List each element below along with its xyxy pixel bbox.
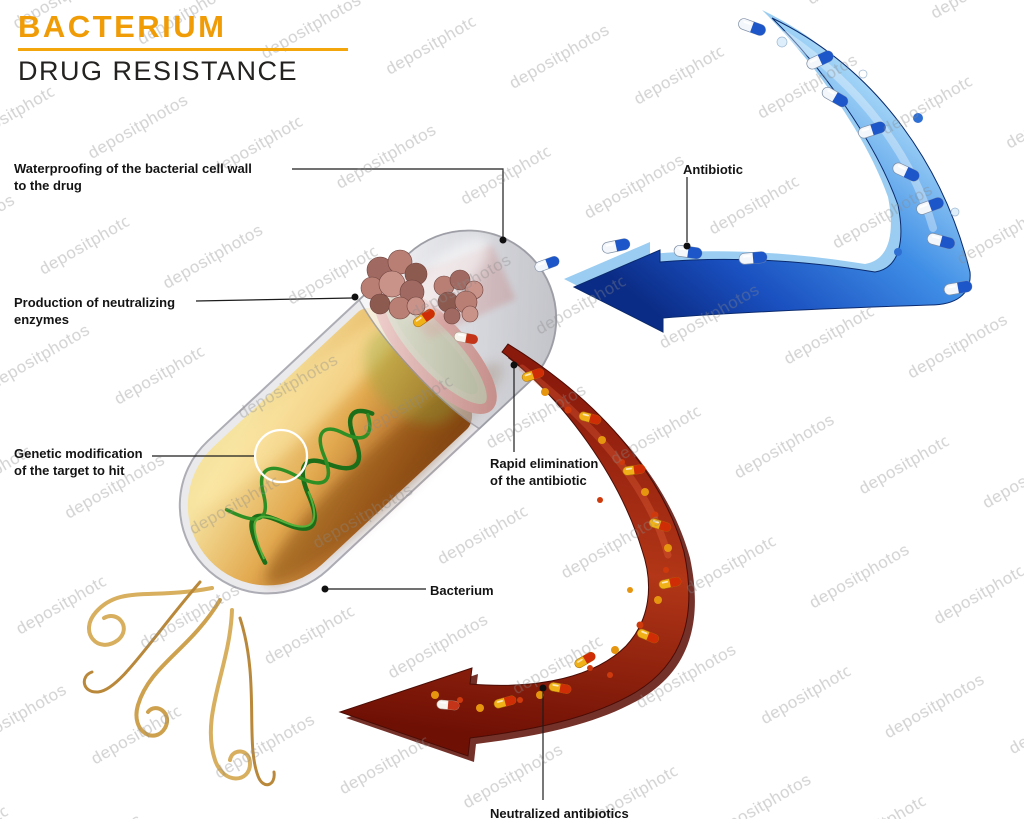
label-genetic-line2: of the target to hit [14, 463, 125, 478]
label-genetic: Genetic modification of the target to hi… [14, 445, 143, 479]
label-enzymes: Production of neutralizing enzymes [14, 294, 175, 328]
label-rapid-line2: of the antibiotic [490, 473, 587, 488]
title-drug-resistance: DRUG RESISTANCE [18, 56, 299, 86]
title-rule [18, 48, 348, 51]
label-genetic-line1: Genetic modification [14, 446, 143, 461]
label-bacterium: Bacterium [430, 582, 494, 599]
label-enzymes-line1: Production of neutralizing [14, 295, 176, 310]
label-neutralized-text: Neutralized antibiotics [490, 806, 629, 819]
label-antibiotic: Antibiotic [683, 161, 743, 178]
label-neutralized: Neutralized antibiotics [490, 805, 629, 819]
page-title: BACTERIUM DRUG RESISTANCE [18, 10, 348, 86]
label-rapid-elimination: Rapid elimination of the antibiotic [490, 455, 598, 489]
label-waterproofing-line2: to the drug [14, 178, 82, 193]
label-enzymes-line2: enzymes [14, 312, 69, 327]
label-antibiotic-text: Antibiotic [683, 162, 743, 177]
label-bacterium-text: Bacterium [430, 583, 494, 598]
title-bacterium: BACTERIUM [18, 9, 227, 44]
flagella [82, 580, 276, 787]
label-waterproofing: Waterproofing of the bacterial cell wall… [14, 160, 252, 194]
bacterium-cell [178, 229, 558, 595]
label-rapid-line1: Rapid elimination [490, 456, 599, 471]
label-waterproofing-line1: Waterproofing of the bacterial cell wall [14, 161, 252, 176]
